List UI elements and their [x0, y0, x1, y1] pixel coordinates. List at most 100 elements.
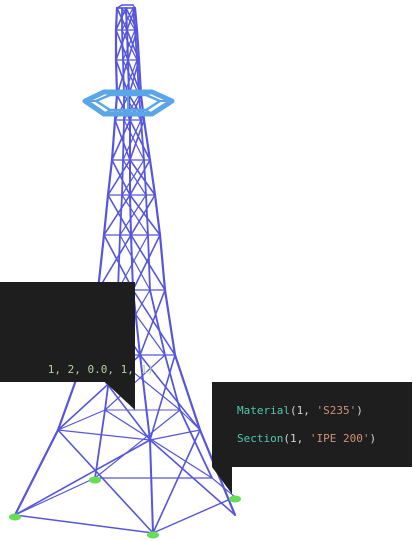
section-function: Section: [237, 432, 284, 445]
tower-member: [121, 7, 134, 31]
tower-member: [142, 118, 152, 162]
code-tooltip-left: 1, 2, 0.0, 1, 1): [0, 282, 154, 382]
material-close: ): [356, 404, 363, 417]
tower-member: [139, 354, 151, 441]
tower-member: [130, 234, 134, 291]
callout-tail-right: [212, 467, 232, 494]
tower-member: [116, 7, 128, 31]
tower-member: [111, 159, 131, 196]
tower-member: [122, 59, 125, 96]
tower-member: [114, 119, 131, 161]
tower-member: [122, 119, 142, 161]
support-node-icon[interactable]: [9, 513, 21, 521]
tower-member: [132, 234, 161, 291]
tower-member: [126, 7, 136, 31]
tower-member: [129, 159, 151, 196]
tower-member: [139, 289, 166, 356]
tower-member: [135, 28, 141, 62]
material-value: 'S235': [316, 404, 357, 417]
tower-member: [96, 233, 106, 292]
section-value: 'IPE 200': [309, 432, 370, 445]
tower-member: [152, 496, 236, 534]
tower-member: [132, 289, 176, 356]
code-line-material: Material(1, 'S235'): [237, 404, 363, 417]
tower-member: [128, 59, 140, 96]
tower-member: [126, 29, 129, 61]
section-close: ): [369, 432, 377, 445]
tower-member: [129, 194, 132, 236]
tower-member: [129, 119, 145, 161]
tower-member: [117, 234, 149, 291]
tower-member: [145, 194, 149, 236]
tower-member: [116, 4, 123, 9]
tower-member: [148, 158, 157, 197]
tower-member: [179, 409, 213, 479]
tower-member: [139, 354, 201, 431]
platform-ring-spoke: [145, 91, 153, 96]
tower-member: [121, 159, 124, 196]
tower-member: [129, 159, 156, 196]
tower-member: [119, 194, 123, 236]
tower-member: [119, 194, 147, 236]
tower-member: [14, 514, 154, 534]
tower-member: [125, 7, 128, 31]
tower-member: [119, 234, 151, 291]
platform-ring-spoke: [145, 109, 153, 115]
tower-member: [104, 409, 213, 479]
platform-ring-spoke: [103, 91, 111, 96]
callout-tail-left: [105, 382, 135, 410]
tower-member: [57, 429, 151, 441]
code-line-args: 1, 2, 0.0, 1, 1): [8, 350, 154, 389]
tower-member: [115, 59, 130, 96]
tower-member: [121, 194, 149, 236]
tower-member: [114, 58, 119, 97]
tower-member: [129, 119, 151, 161]
support-node-icon[interactable]: [147, 531, 159, 539]
tower-member: [102, 193, 110, 237]
platform-ring-spoke: [103, 109, 111, 115]
tower-member: [121, 159, 145, 196]
material-args: (1,: [289, 404, 317, 417]
tower-member: [163, 288, 177, 357]
tower-member: [149, 429, 201, 441]
tower-member: [57, 409, 106, 431]
tower-member: [123, 119, 145, 161]
tower-member: [152, 429, 201, 534]
tower-member: [129, 194, 161, 236]
tower-member: [127, 29, 138, 61]
code-tooltip-right: Material(1, 'S235') Section(1, 'IPE 200'…: [212, 382, 412, 467]
tower-member: [110, 118, 117, 162]
tower-member: [143, 159, 147, 196]
section-args: (1,: [283, 432, 310, 445]
tower-member: [137, 58, 143, 97]
tower-member: [173, 353, 202, 432]
tower-member: [107, 194, 132, 236]
tower-member: [147, 234, 151, 291]
support-node-icon[interactable]: [89, 476, 101, 484]
tower-member: [57, 429, 154, 534]
support-node-icon[interactable]: [229, 495, 241, 503]
tower-member: [122, 119, 125, 161]
tower-member: [158, 233, 167, 292]
tower-member: [106, 158, 114, 197]
code-line-section: Section(1, 'IPE 200'): [237, 432, 376, 445]
tower-member: [149, 289, 166, 356]
platform-ring: [82, 89, 175, 117]
tower-member: [103, 234, 134, 291]
material-function: Material: [237, 404, 290, 417]
tower-member: [114, 6, 119, 32]
tower-member: [132, 4, 136, 9]
tower-member: [130, 234, 166, 291]
tower-member: [211, 477, 236, 498]
tower-member: [121, 29, 138, 61]
support-nodes: [9, 476, 241, 539]
tower-member: [122, 159, 147, 196]
tower-member: [133, 6, 139, 32]
tower-member: [130, 194, 156, 236]
tower-member: [127, 59, 130, 96]
tower-member: [13, 428, 60, 517]
tower-member: [115, 29, 129, 61]
tower-member: [121, 7, 136, 31]
